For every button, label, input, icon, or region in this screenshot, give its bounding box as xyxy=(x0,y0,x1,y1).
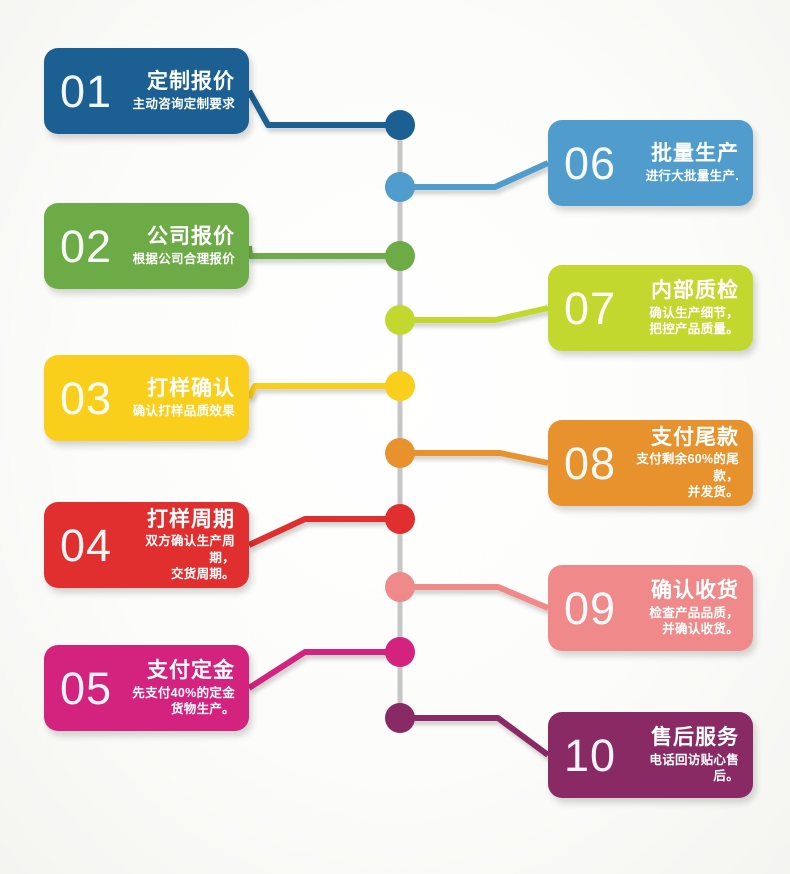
step-number: 02 xyxy=(60,220,113,272)
connector-line-07 xyxy=(400,305,549,323)
step-description: 先支付40%的定金 货物生产。 xyxy=(132,685,235,716)
step-title: 支付尾款 xyxy=(651,425,739,449)
timeline-dot-06[interactable] xyxy=(385,172,415,202)
step-title: 批量生产 xyxy=(651,142,739,166)
step-text: 支付尾款支付剩余60%的尾款， 并发货。 xyxy=(626,426,739,500)
step-description: 主动咨询定制要求 xyxy=(132,96,235,111)
connector-line-08 xyxy=(400,450,549,466)
step-text: 确认收货检查产品品质， 并确认收货。 xyxy=(626,579,739,637)
step-title: 打样周期 xyxy=(147,507,235,531)
step-description: 根据公司合理报价 xyxy=(132,251,235,266)
step-description: 电话回访贴心售后。 xyxy=(649,752,739,783)
step-description: 支付剩余60%的尾款， 并发货。 xyxy=(636,452,739,499)
step-text: 打样周期双方确认生产周期， 交货周期。 xyxy=(122,508,235,582)
step-text: 内部质检确认生产细节， 把控产品质量。 xyxy=(626,279,739,337)
connector-line-10 xyxy=(400,715,550,758)
connector-line-09 xyxy=(400,584,550,611)
step-description: 检查产品品质， 并确认收货。 xyxy=(649,605,739,636)
step-text: 支付定金先支付40%的定金 货物生产。 xyxy=(122,659,235,717)
timeline-dot-05[interactable] xyxy=(385,637,415,667)
step-number: 01 xyxy=(60,65,113,117)
connector-line-02 xyxy=(246,245,400,259)
step-number: 10 xyxy=(564,729,617,781)
step-title: 确认收货 xyxy=(651,578,739,602)
step-text: 批量生产进行大批量生产. xyxy=(626,142,739,184)
step-number: 09 xyxy=(564,582,617,634)
step-number: 07 xyxy=(564,282,617,334)
step-text: 售后服务电话回访贴心售后。 xyxy=(626,726,739,784)
step-title: 售后服务 xyxy=(651,725,739,749)
connector-line-06 xyxy=(400,160,550,190)
step-description: 确认打样品质效果 xyxy=(132,403,235,418)
step-number: 03 xyxy=(60,372,113,424)
step-number: 05 xyxy=(60,662,113,714)
step-description: 进行大批量生产. xyxy=(645,168,739,183)
step-text: 定制报价主动咨询定制要求 xyxy=(122,70,235,112)
step-title: 打样确认 xyxy=(147,377,235,401)
timeline-dot-07[interactable] xyxy=(385,305,415,335)
timeline-dot-01[interactable] xyxy=(385,110,415,140)
connector-line-01 xyxy=(246,89,400,128)
step-description: 确认生产细节， 把控产品质量。 xyxy=(649,305,739,336)
step-title: 支付定金 xyxy=(147,658,235,682)
step-number: 04 xyxy=(60,519,113,571)
timeline-dot-09[interactable] xyxy=(385,572,415,602)
connector-line-04 xyxy=(247,516,400,548)
step-text: 公司报价根据公司合理报价 xyxy=(122,225,235,267)
step-number: 06 xyxy=(564,137,617,189)
step-number: 08 xyxy=(564,437,617,489)
step-title: 定制报价 xyxy=(147,70,235,94)
timeline-dot-08[interactable] xyxy=(385,438,415,468)
step-title: 公司报价 xyxy=(147,225,235,249)
timeline-dot-10[interactable] xyxy=(385,703,415,733)
timeline-dot-03[interactable] xyxy=(385,371,415,401)
timeline-dot-04[interactable] xyxy=(385,504,415,534)
timeline-dot-02[interactable] xyxy=(385,241,415,271)
step-text: 打样确认确认打样品质效果 xyxy=(122,377,235,419)
step-title: 内部质检 xyxy=(651,278,739,302)
step-description: 双方确认生产周期， 交货周期。 xyxy=(145,534,235,581)
connector-line-05 xyxy=(247,649,400,691)
connector-line-03 xyxy=(246,383,400,400)
